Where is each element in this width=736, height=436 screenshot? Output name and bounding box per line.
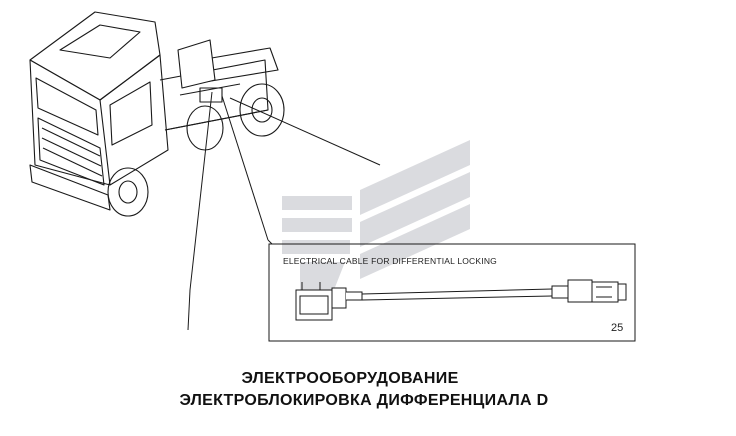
caption-line-1: ЭЛЕКТРООБОРУДОВАНИЕ xyxy=(241,370,459,387)
caption-line-2: ЭЛЕКТРОБЛОКИРОВКА ДИФФЕРЕНЦИАЛА D xyxy=(179,392,549,409)
watermark-logo xyxy=(282,140,470,300)
reference-number: 25 xyxy=(611,322,624,334)
truck-illustration xyxy=(29,11,285,217)
differential-lock-cable xyxy=(295,279,627,321)
detail-frame xyxy=(268,243,636,342)
detail-label: ELECTRICAL CABLE FOR DIFFERENTIAL LOCKIN… xyxy=(283,256,497,266)
leader-lines xyxy=(187,91,381,331)
